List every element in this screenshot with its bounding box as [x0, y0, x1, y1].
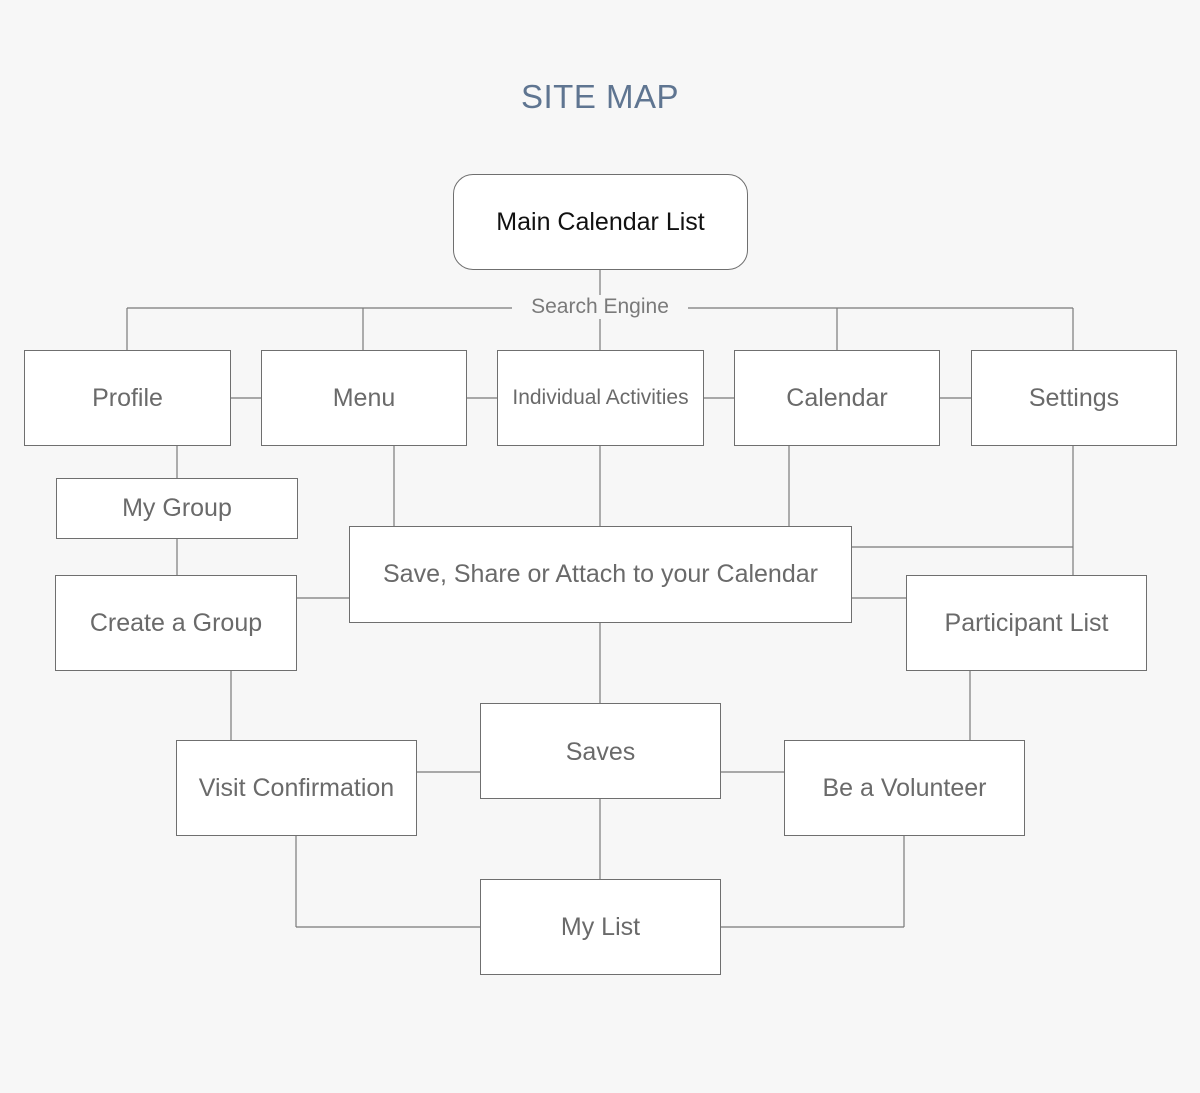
- node-visit-confirmation[interactable]: Visit Confirmation: [176, 740, 417, 836]
- node-create-a-group[interactable]: Create a Group: [55, 575, 297, 671]
- node-label: Menu: [332, 383, 396, 412]
- node-label: Visit Confirmation: [198, 773, 395, 802]
- node-menu[interactable]: Menu: [261, 350, 467, 446]
- node-label: Calendar: [786, 383, 888, 412]
- node-label: Main Calendar List: [496, 207, 705, 236]
- node-saves[interactable]: Saves: [480, 703, 721, 799]
- search-engine-label: Search Engine: [512, 295, 688, 319]
- node-label: Profile: [92, 383, 163, 412]
- node-label: Save, Share or Attach to your Calendar: [383, 560, 818, 588]
- page-title: SITE MAP: [520, 78, 680, 115]
- node-main-calendar-list[interactable]: Main Calendar List: [453, 174, 748, 270]
- node-label: Participant List: [944, 608, 1109, 637]
- node-save-share-attach[interactable]: Save, Share or Attach to your Calendar: [349, 526, 852, 623]
- node-my-group[interactable]: My Group: [56, 478, 298, 539]
- node-individual-activities[interactable]: Individual Activities: [497, 350, 704, 446]
- node-settings[interactable]: Settings: [971, 350, 1177, 446]
- node-label: Saves: [565, 738, 636, 766]
- node-label: Create a Group: [89, 608, 263, 637]
- node-participant-list[interactable]: Participant List: [906, 575, 1147, 671]
- node-label: My List: [560, 912, 641, 941]
- node-label: Individual Activities: [512, 386, 689, 409]
- node-calendar[interactable]: Calendar: [734, 350, 940, 446]
- node-label: Settings: [1028, 383, 1120, 412]
- node-my-list[interactable]: My List: [480, 879, 721, 975]
- node-label: Be a Volunteer: [822, 773, 987, 802]
- node-label: My Group: [122, 494, 232, 522]
- node-profile[interactable]: Profile: [24, 350, 231, 446]
- node-be-a-volunteer[interactable]: Be a Volunteer: [784, 740, 1025, 836]
